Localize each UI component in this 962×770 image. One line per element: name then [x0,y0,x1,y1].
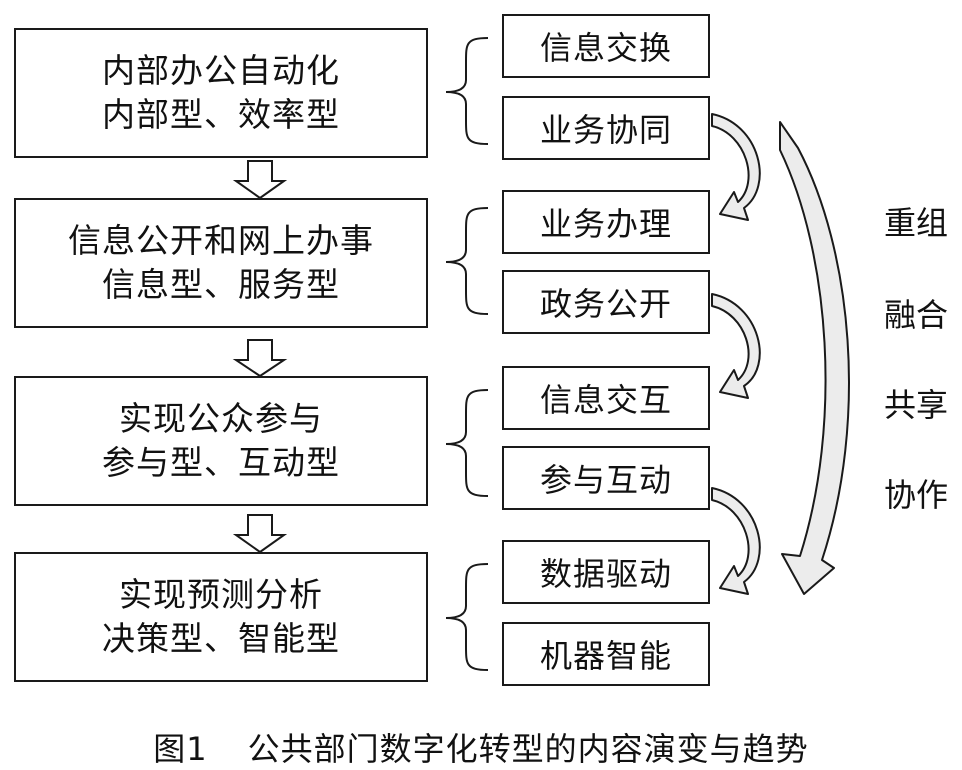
side-word-1: 重组 [884,204,949,242]
item-7-label: 数据驱动 [539,555,672,593]
item-box-5: 信息交互 [502,366,710,430]
item-6-label: 参与互动 [539,461,672,499]
curved-arrow-3 [711,487,761,595]
stage-4-line2: 决策型、智能型 [102,619,340,658]
side-word-2: 融合 [884,296,949,334]
brace-4 [445,563,489,671]
stage-box-1: 内部办公自动化 内部型、效率型 [14,28,428,158]
item-box-8: 机器智能 [502,622,710,686]
stage-1-line1: 内部办公自动化 [102,51,340,90]
item-box-3: 业务办理 [502,190,710,254]
item-box-6: 参与互动 [502,446,710,510]
curved-arrow-1 [711,113,761,221]
brace-2 [445,207,489,315]
stage-2-line2: 信息型、服务型 [102,265,340,304]
stage-4-line1: 实现预测分析 [119,575,323,614]
stage-box-2: 信息公开和网上办事 信息型、服务型 [14,198,428,328]
brace-3 [445,389,489,497]
down-arrow-1 [232,160,288,200]
curved-arrow-2 [711,293,761,399]
item-8-label: 机器智能 [539,637,672,675]
item-5-label: 信息交互 [539,381,672,419]
brace-1 [445,37,489,145]
down-arrow-2 [232,339,288,378]
figure-caption: 图1 公共部门数字化转型的内容演变与趋势 [0,724,962,770]
item-2-label: 业务协同 [539,111,672,149]
stage-box-4: 实现预测分析 决策型、智能型 [14,552,428,682]
figure-number: 图1 [153,730,208,768]
stage-3-line1: 实现公众参与 [119,399,323,438]
item-3-label: 业务办理 [539,205,672,243]
large-curved-arrow [779,121,850,595]
stage-1-line2: 内部型、效率型 [102,95,340,134]
stage-2-line1: 信息公开和网上办事 [68,221,374,260]
item-box-2: 业务协同 [502,96,710,160]
stage-box-3: 实现公众参与 参与型、互动型 [14,376,428,506]
item-box-1: 信息交换 [502,14,710,78]
side-word-3: 共享 [884,386,949,424]
figure-title: 公共部门数字化转型的内容演变与趋势 [247,730,809,768]
item-box-7: 数据驱动 [502,540,710,604]
item-box-4: 政务公开 [502,270,710,334]
item-1-label: 信息交换 [539,29,672,67]
item-4-label: 政务公开 [539,285,672,323]
down-arrow-3 [232,514,288,554]
side-word-4: 协作 [884,476,949,514]
stage-3-line2: 参与型、互动型 [102,443,340,482]
